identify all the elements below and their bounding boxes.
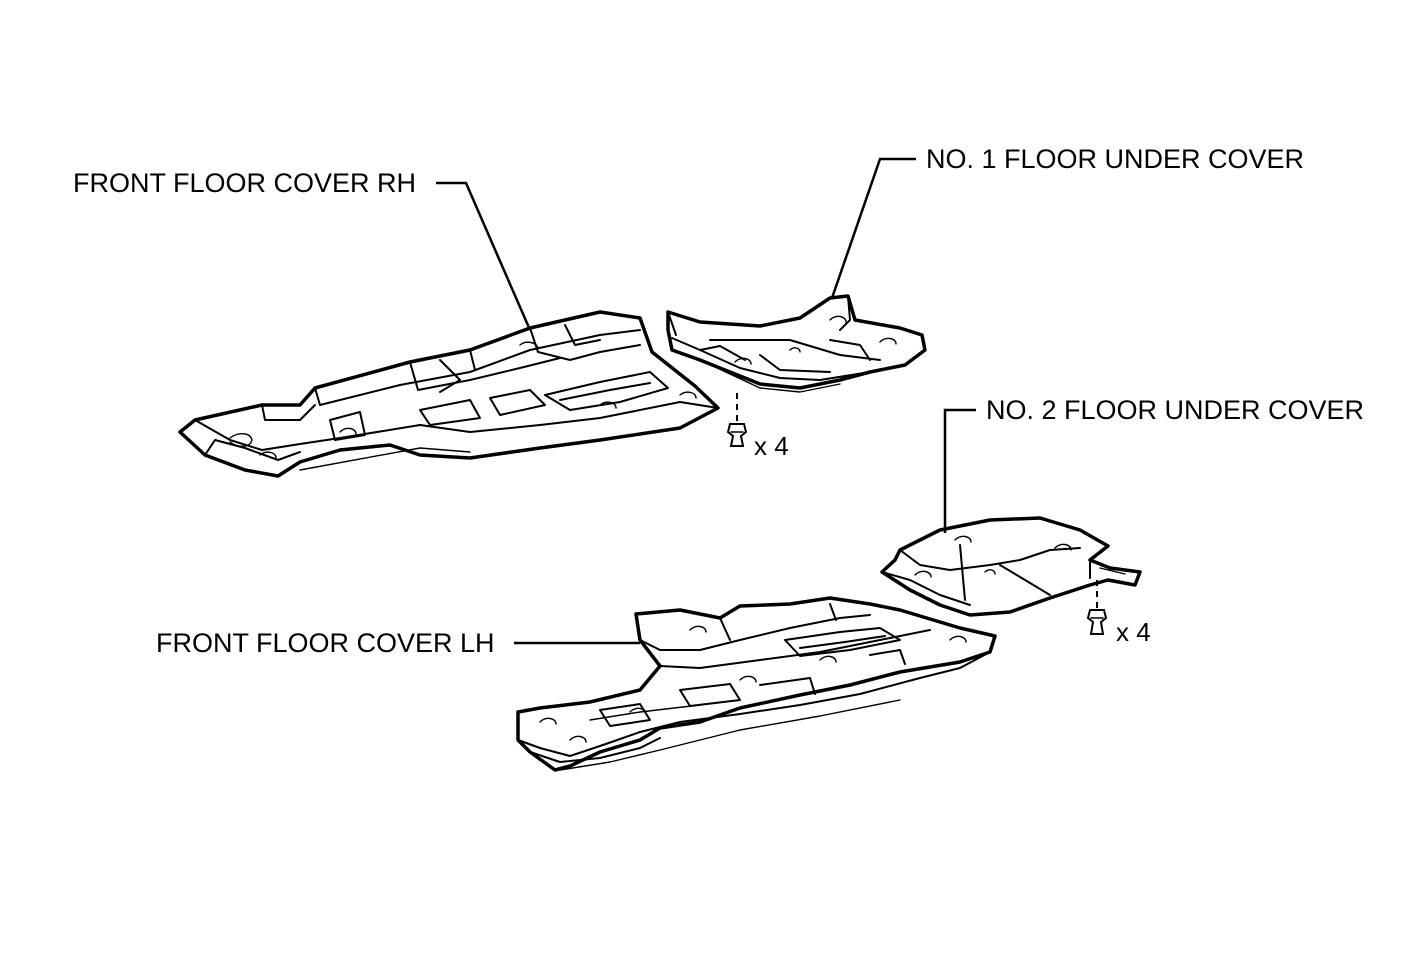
label-front-floor-cover-rh: FRONT FLOOR COVER RH (73, 168, 416, 198)
no1-floor-under-cover-part (666, 294, 927, 393)
label-no2-floor-under-cover: NO. 2 FLOOR UNDER COVER (986, 395, 1364, 425)
leader-no1-floor-under-cover (830, 157, 916, 299)
label-front-floor-cover-lh: FRONT FLOOR COVER LH (156, 628, 495, 658)
leader-no2-floor-under-cover (943, 408, 976, 533)
no2-floor-under-cover-part (880, 516, 1142, 617)
clip-fastener-upper (726, 393, 748, 447)
front-floor-cover-lh-part (516, 596, 997, 772)
clip-fastener-lower (1086, 580, 1108, 635)
front-floor-cover-rh-part (178, 310, 720, 478)
label-no1-floor-under-cover: NO. 1 FLOOR UNDER COVER (926, 144, 1304, 174)
clip-quantity-upper: x 4 (754, 431, 789, 461)
leader-front-floor-cover-rh (436, 181, 532, 331)
clip-quantity-lower: x 4 (1116, 617, 1151, 647)
